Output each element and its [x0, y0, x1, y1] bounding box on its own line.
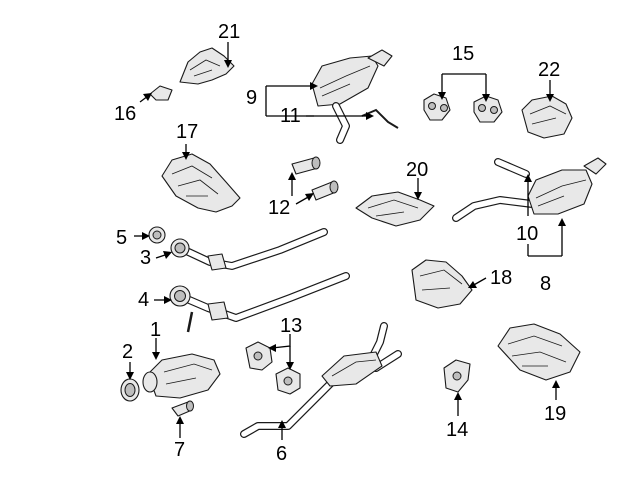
part-12-clamp-lower	[311, 180, 339, 201]
callout-20: 20	[406, 159, 428, 181]
part-4-front-pipe	[169, 272, 350, 333]
callout-4: 4	[138, 289, 149, 311]
part-15-hanger-right	[473, 95, 503, 123]
part-17-heat-shield	[161, 153, 241, 213]
leader-lines	[126, 42, 566, 440]
part-21-heat-shield	[179, 47, 235, 85]
part-7-clamp	[171, 400, 194, 417]
part-20-heat-shield	[355, 191, 435, 227]
callout-12: 12	[268, 197, 290, 219]
part-6-center-pipe	[240, 322, 402, 438]
part-8-rear-muffler	[527, 157, 607, 215]
callout-3: 3	[140, 247, 151, 269]
part-19-heat-shield	[497, 323, 581, 381]
callout-7: 7	[174, 439, 185, 461]
part-11-bracket	[361, 108, 399, 129]
part-14-hanger	[443, 359, 471, 393]
part-12-clamp-upper	[291, 156, 321, 175]
callout-17: 17	[176, 121, 198, 143]
callout-14: 14	[446, 419, 468, 441]
callout-13: 13	[280, 315, 302, 337]
callout-21: 21	[218, 21, 240, 43]
callout-2: 2	[122, 341, 133, 363]
callout-11: 11	[280, 105, 301, 127]
part-9-rear-muffler	[311, 49, 393, 144]
part-3-front-pipe	[170, 228, 328, 271]
part-13-hanger	[245, 341, 301, 395]
part-18-heat-shield	[411, 259, 473, 309]
part-10-pipe	[452, 158, 536, 222]
callout-16: 16	[114, 103, 136, 125]
part-16-clip	[149, 85, 173, 101]
callout-9: 9	[246, 87, 257, 109]
part-2-gasket	[120, 378, 140, 402]
callout-1: 1	[150, 319, 161, 341]
part-5-gasket	[148, 226, 166, 244]
callout-6: 6	[276, 443, 287, 465]
callout-8: 8	[540, 273, 551, 295]
callout-10: 10	[516, 223, 538, 245]
part-15-hanger-left	[423, 93, 451, 121]
callout-18: 18	[490, 267, 512, 289]
part-1-catalytic-converter	[142, 353, 221, 399]
callout-19: 19	[544, 403, 566, 425]
callout-labels: 21 16 9 11 15 22 17 12 20 10 8 5 3 4 18 …	[114, 21, 566, 465]
callout-22: 22	[538, 59, 560, 81]
part-22-heat-shield	[521, 95, 573, 139]
callout-5: 5	[116, 227, 127, 249]
callout-15: 15	[452, 43, 474, 65]
